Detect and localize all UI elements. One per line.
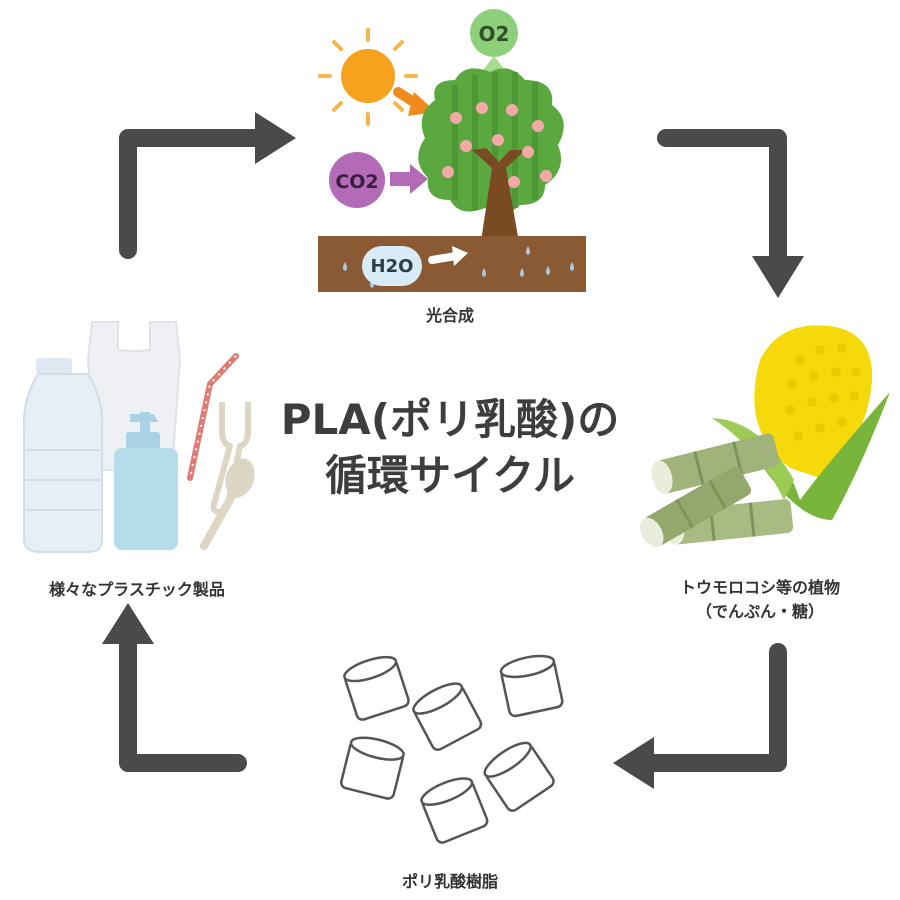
co2-badge: CO2 <box>329 152 385 208</box>
pump-bottle-icon <box>114 412 178 550</box>
resin-pellet-icon <box>340 654 564 844</box>
soil-icon <box>318 236 586 292</box>
photosynthesis-label: 光合成 <box>425 306 474 325</box>
arrow-plants-to-resin <box>613 643 787 789</box>
products-label: 様々なプラスチック製品 <box>49 580 225 599</box>
sugarcane-icon <box>639 433 794 548</box>
h2o-badge: H2O <box>362 246 422 286</box>
page-title: PLA(ポリ乳酸)の 循環サイクル <box>250 392 650 504</box>
arrow-products-to-photosynthesis <box>119 112 296 259</box>
title-line-2: 循環サイクル <box>325 451 575 500</box>
co2-text: CO2 <box>335 171 378 193</box>
bottle-icon <box>22 358 104 553</box>
title-line-1: PLA(ポリ乳酸)の <box>280 395 620 444</box>
plants-label-line-1: トウモロコシ等の植物 <box>679 578 840 597</box>
water-arrow-icon <box>428 246 468 266</box>
tree-icon <box>418 68 564 248</box>
co2-arrow-icon <box>390 164 428 194</box>
arrow-photosynthesis-to-plants <box>657 129 804 298</box>
plants-label: トウモロコシ等の植物 （でんぷん・糖） <box>630 576 890 624</box>
plastic-products-icon <box>22 321 255 553</box>
straw-icon <box>187 353 239 481</box>
resin-label: ポリ乳酸樹脂 <box>401 872 498 891</box>
spoon-icon <box>200 458 255 550</box>
o2-text: O2 <box>479 22 510 46</box>
o2-badge: O2 <box>470 9 518 57</box>
plants-label-line-2: （でんぷん・糖） <box>695 602 824 621</box>
sun-icon <box>318 28 418 126</box>
h2o-text: H2O <box>371 256 414 277</box>
arrow-resin-to-products <box>102 603 247 772</box>
